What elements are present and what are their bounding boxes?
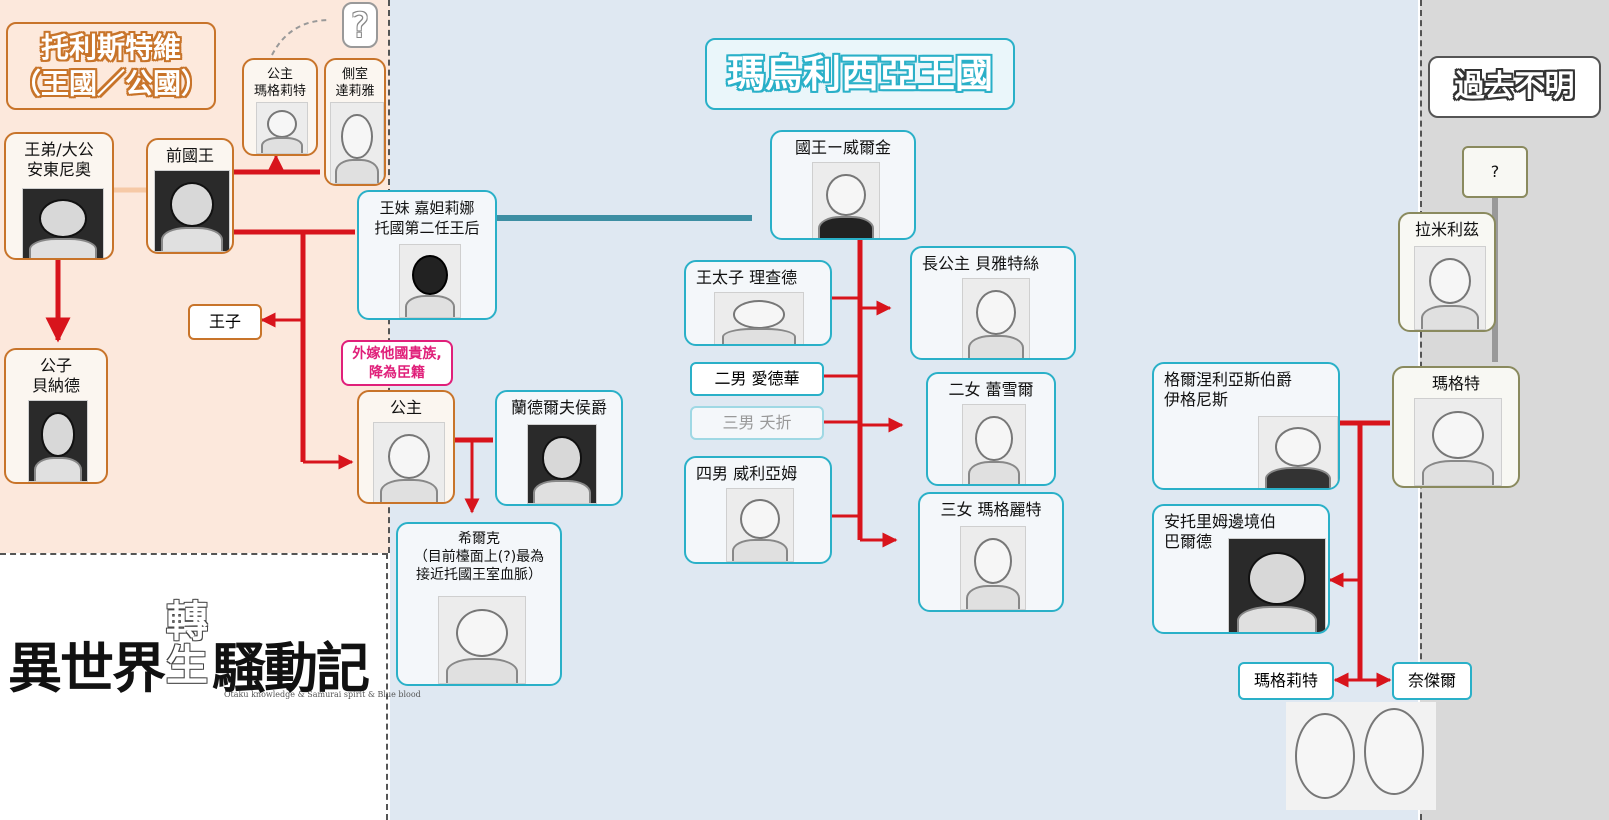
marquis-label: 蘭德爾夫侯爵	[510, 398, 607, 417]
card-prince-duke[interactable]: 王弟/大公 安東尼奧	[4, 132, 114, 260]
torist-title-text: 托利斯特維 （王國／公國）	[12, 31, 209, 100]
third-son-label: 三男 夭折	[722, 413, 792, 432]
logo-title-c: 騷動記	[212, 636, 370, 700]
unknown-mark-text: ?	[350, 6, 370, 46]
card-second-daughter[interactable]: 二女 蕾雪爾	[926, 372, 1056, 486]
card-margot[interactable]: 瑪格特	[1392, 366, 1520, 488]
tag-second-son[interactable]: 二男 愛德華	[690, 362, 824, 396]
tag-third-son[interactable]: 三男 夭折	[690, 406, 824, 440]
margot-label: 瑪格特	[1431, 374, 1480, 393]
card-king[interactable]: 國王ー威爾金	[770, 130, 916, 240]
tag-margaret-child[interactable]: 瑪格莉特	[1238, 662, 1334, 700]
unknown-mark: ?	[342, 2, 378, 48]
card-former-king[interactable]: 前國王	[146, 138, 234, 254]
tag-prince[interactable]: 王子	[188, 304, 262, 340]
card-question[interactable]: ?	[1462, 146, 1528, 198]
princess-label: 公主	[389, 398, 422, 417]
logo-subtitle: Otaku knowledge & Samurai spirit & Blue …	[224, 690, 421, 699]
princess-margaret-portrait	[256, 102, 308, 154]
marquis-portrait	[527, 424, 597, 504]
border-earl-portrait	[1228, 538, 1326, 632]
concubine-portrait	[330, 102, 384, 184]
margaret-child-label: 瑪格莉特	[1253, 671, 1318, 690]
past-unknown-title-text: 過去不明	[1454, 69, 1575, 104]
king-label: 國王ー威爾金	[794, 138, 891, 157]
logo-title-b: 轉生	[166, 597, 209, 690]
ramiliz-portrait	[1414, 246, 1486, 330]
princess-portrait	[373, 422, 445, 502]
torist-title: 托利斯特維 （王國／公國）	[6, 22, 216, 110]
card-princess-margaret[interactable]: 公主 瑪格莉特	[242, 58, 318, 156]
question-label: ?	[1490, 162, 1500, 181]
border-earl-label: 安托里姆邊境伯 巴爾德	[1164, 512, 1277, 551]
princess-margaret-label: 公主 瑪格莉特	[253, 67, 306, 99]
crown-prince-label: 王太子 理查德	[696, 268, 798, 287]
marwell-title: 瑪烏利西亞王國	[705, 38, 1015, 110]
ramiliz-label: 拉米利茲	[1414, 220, 1479, 239]
card-fourth-son[interactable]: 四男 威利亞姆	[684, 456, 832, 564]
past-unknown-title: 過去不明	[1428, 56, 1601, 118]
margrave-earl-label: 格爾涅利亞斯伯爵 伊格尼斯	[1164, 370, 1293, 409]
margrave-earl-portrait	[1258, 416, 1338, 488]
crown-prince-portrait	[714, 292, 804, 344]
third-daughter-label: 三女 瑪格麗特	[940, 500, 1042, 519]
hilke-label: 希爾克 （目前檯面上(?)最為 接近托國王室血脈）	[413, 531, 545, 583]
card-duke-son[interactable]: 公子 貝納德	[4, 348, 108, 484]
card-border-earl[interactable]: 安托里姆邊境伯 巴爾德	[1152, 504, 1330, 634]
duke-son-portrait	[28, 400, 88, 482]
queen-sister-label: 王妹 嘉妲莉娜 托國第二任王后	[374, 199, 480, 237]
naijer-label: 奈傑爾	[1407, 671, 1456, 690]
former-king-label: 前國王	[165, 146, 214, 165]
fourth-son-portrait	[726, 488, 794, 562]
logo: 異世界 轉生 騷動記 Otaku knowledge & Samurai spi…	[8, 597, 421, 720]
king-portrait	[812, 162, 880, 238]
married-note-text: 外嫁他國貴族, 降為臣籍	[352, 346, 442, 381]
twins-portrait	[1286, 702, 1436, 810]
marwell-title-text: 瑪烏利西亞王國	[726, 52, 993, 96]
card-margrave-earl[interactable]: 格爾涅利亞斯伯爵 伊格尼斯	[1152, 362, 1340, 490]
card-third-daughter[interactable]: 三女 瑪格麗特	[918, 492, 1064, 612]
concubine-label: 側室 達莉雅	[335, 67, 375, 99]
prince-duke-portrait	[22, 188, 104, 258]
tag-naijer[interactable]: 奈傑爾	[1392, 662, 1472, 700]
card-eldest-princess[interactable]: 長公主 貝雅特絲	[910, 246, 1076, 360]
card-crown-prince[interactable]: 王太子 理查德	[684, 260, 832, 346]
second-son-label: 二男 愛德華	[714, 369, 800, 388]
prince-label: 王子	[208, 312, 241, 331]
eldest-princess-portrait	[962, 278, 1030, 358]
card-queen-sister[interactable]: 王妹 嘉妲莉娜 托國第二任王后	[357, 190, 497, 320]
card-marquis[interactable]: 蘭德爾夫侯爵	[495, 390, 623, 506]
third-daughter-portrait	[960, 526, 1026, 610]
card-hilke[interactable]: 希爾克 （目前檯面上(?)最為 接近托國王室血脈）	[396, 522, 562, 686]
eldest-princess-label: 長公主 貝雅特絲	[922, 254, 1040, 273]
card-princess[interactable]: 公主	[357, 390, 455, 504]
tag-married-note: 外嫁他國貴族, 降為臣籍	[341, 340, 453, 386]
hilke-portrait	[438, 596, 526, 684]
card-ramiliz[interactable]: 拉米利茲	[1398, 212, 1496, 332]
queen-sister-portrait	[399, 244, 461, 318]
second-daughter-portrait	[962, 404, 1026, 484]
logo-region	[0, 553, 388, 820]
fourth-son-label: 四男 威利亞姆	[696, 464, 798, 483]
duke-son-label: 公子 貝納德	[31, 356, 80, 395]
card-concubine[interactable]: 側室 達莉雅	[324, 58, 386, 186]
prince-duke-label: 王弟/大公 安東尼奧	[24, 140, 94, 179]
former-king-portrait	[154, 170, 230, 252]
second-daughter-label: 二女 蕾雪爾	[948, 380, 1034, 399]
margot-portrait	[1414, 398, 1502, 486]
logo-title-a: 異世界	[8, 636, 166, 700]
